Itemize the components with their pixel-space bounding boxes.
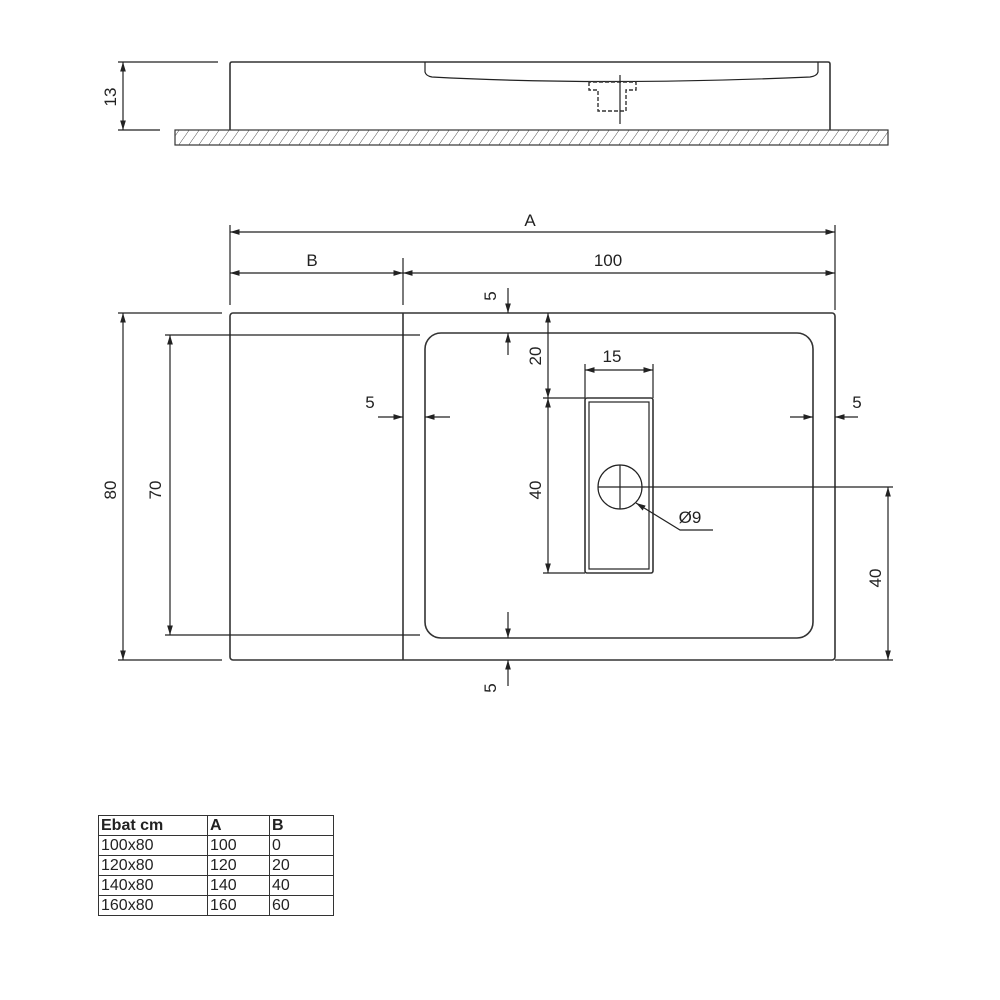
table-header-row: Ebat cm A B [98, 815, 334, 836]
width-70-label: 70 [146, 481, 165, 500]
header-b: B [269, 815, 334, 836]
left-margin-label: 5 [365, 393, 374, 412]
cell: 140 [207, 875, 270, 896]
basin-length-label: 100 [594, 251, 622, 270]
top-margin-label: 5 [481, 291, 500, 300]
height-label: 13 [101, 88, 120, 107]
basin-outline [424, 332, 814, 639]
cell: 100 [207, 835, 270, 856]
cell: 0 [269, 835, 334, 856]
header-a: A [207, 815, 270, 836]
drain-offset-label: 20 [526, 347, 545, 366]
cell: 40 [269, 875, 334, 896]
width-80-label: 80 [101, 481, 120, 500]
drain-diameter-label: Ø9 [679, 508, 702, 527]
cell: 160x80 [98, 895, 208, 916]
drain-channel [584, 397, 654, 574]
a-label: A [524, 211, 536, 230]
section-view: 13 [101, 61, 889, 146]
cell: 120 [207, 855, 270, 876]
floor-hatch [174, 129, 889, 146]
drain-length-label: 40 [526, 481, 545, 500]
cell: 20 [269, 855, 334, 876]
b-label: B [306, 251, 317, 270]
cell: 60 [269, 895, 334, 916]
cell: 160 [207, 895, 270, 916]
header-size: Ebat cm [98, 815, 208, 836]
drain-width-label: 15 [603, 347, 622, 366]
plan-view: A B 100 80 70 5 20 15 40 [101, 211, 893, 693]
bottom-margin-label: 5 [481, 683, 500, 692]
cell: 120x80 [98, 855, 208, 876]
cell: 140x80 [98, 875, 208, 896]
right-margin-label: 5 [852, 393, 861, 412]
cell: 100x80 [98, 835, 208, 856]
drain-center-label: 40 [866, 569, 885, 588]
